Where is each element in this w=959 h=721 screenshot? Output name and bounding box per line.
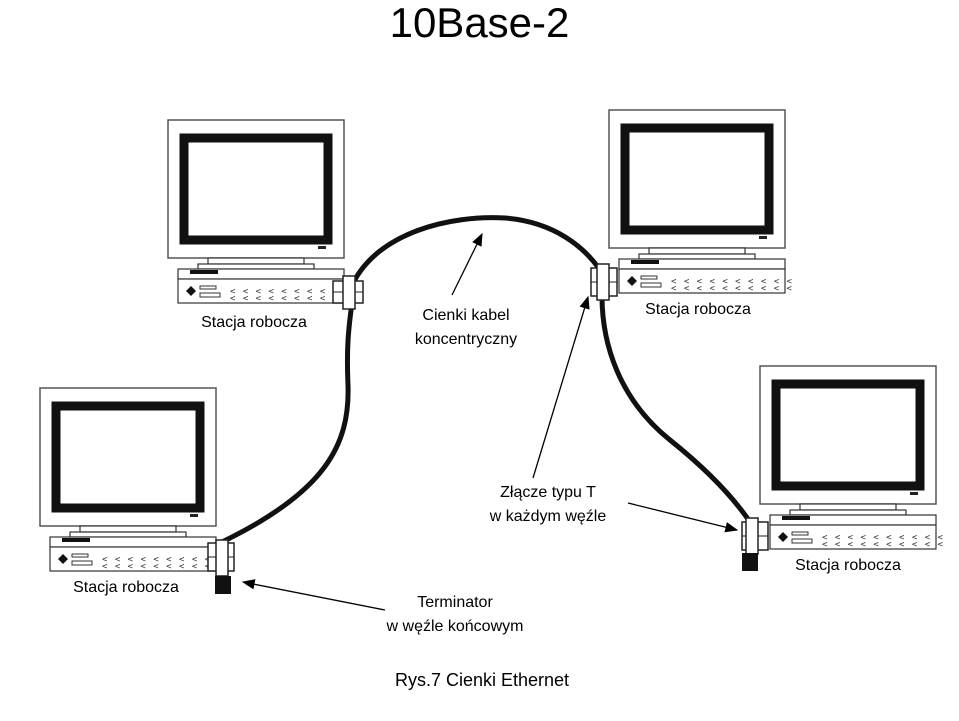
workstation-4: < < < < < < < < < < < < < < < < < < < < <box>760 366 944 550</box>
terminator-annotation-line1: Terminator <box>417 594 493 611</box>
drive-marks: < < < < < < < < < < <box>822 540 944 550</box>
workstation-label: Stacja robocza <box>645 301 751 318</box>
tconnector-annotation-line1: Złącze typu T <box>500 484 596 501</box>
tconnector-pointer-arrow <box>627 502 739 533</box>
page-title: 10Base-2 <box>389 0 570 46</box>
workstation-label: Stacja robocza <box>73 579 179 596</box>
cable-annotation-line2: koncentryczny <box>415 331 517 348</box>
coax-cable-segment <box>219 299 355 545</box>
t-connector <box>741 517 769 555</box>
drive-marks: < < < < < < < < < < <box>102 562 224 572</box>
cable-annotation-line1: Cienki kabel <box>422 307 509 324</box>
cable-pointer-arrow <box>451 232 483 296</box>
workstation-label: Stacja robocza <box>795 557 901 574</box>
workstation-1: < < < < < < < < < < < < < < < < < < < < <box>168 120 352 304</box>
drive-marks: < < < < < < < < < < <box>822 533 944 543</box>
workstation-3: < < < < < < < < < < < < < < < < < < < < <box>40 388 224 572</box>
drive-marks: < < < < < < < < < < <box>671 277 793 287</box>
drive-marks: < < < < < < < < < < <box>102 555 224 565</box>
t-connector <box>207 539 235 577</box>
tconnector-annotation-line2: w każdym węźle <box>489 508 607 525</box>
terminator <box>215 576 231 594</box>
t-connector <box>590 263 618 301</box>
coax-cable-segment <box>349 215 603 288</box>
workstation-2: < < < < < < < < < < < < < < < < < < < < <box>609 110 793 294</box>
drive-marks: < < < < < < < < < < <box>230 287 352 297</box>
workstation-label: Stacja robocza <box>201 314 307 331</box>
drive-marks: < < < < < < < < < < <box>671 284 793 294</box>
terminator-annotation-line2: w węźle końcowym <box>386 618 524 635</box>
terminator <box>742 553 758 571</box>
drive-marks: < < < < < < < < < < <box>230 294 352 304</box>
tconnector-pointer-arrow <box>532 295 590 479</box>
figure-caption: Rys.7 Cienki Ethernet <box>395 670 569 690</box>
terminator-pointer-arrow <box>241 579 386 611</box>
coax-cable-segment <box>599 293 753 525</box>
t-connector <box>332 275 364 310</box>
